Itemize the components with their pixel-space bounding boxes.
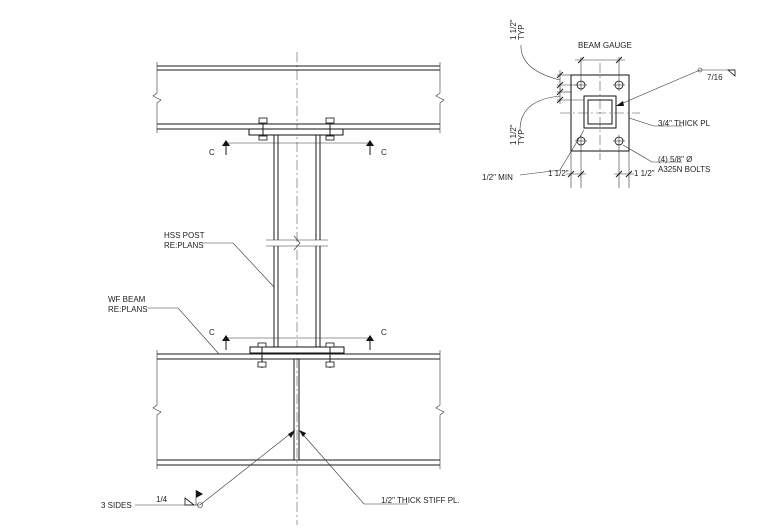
edge-typ-top-line1: 1 1/2" <box>509 19 518 40</box>
section-marker-left-upper: C <box>209 148 215 157</box>
bottom-dimensions: 1 1/2" 1 1/2" <box>548 147 655 188</box>
hss-post-label-line1: HSS POST <box>164 231 205 240</box>
section-cut-lower: C C <box>209 328 387 350</box>
beam-gauge-label: BEAM GAUGE <box>578 41 632 50</box>
top-cap-plate <box>248 128 344 136</box>
weld-size-label: 1/4 <box>156 495 168 504</box>
wf-beam-label-line2: RE:PLANS <box>108 305 148 314</box>
edge-typ-top-line2: TYP <box>517 24 526 40</box>
plate-label: 3/4" THICK PL <box>658 119 711 128</box>
wf-beam-label-line1: WF BEAM <box>108 295 146 304</box>
dim-right-label: 1 1/2" <box>634 169 655 178</box>
wf-beam-callout: WF BEAM RE:PLANS <box>108 295 220 355</box>
bolts-callout: (4) 5/8" Ø A325N BOLTS <box>622 144 710 174</box>
base-plate <box>249 346 345 354</box>
top-wf-beam <box>152 62 445 133</box>
detail-bolts <box>575 79 625 147</box>
bolts-label-line1: (4) 5/8" Ø <box>658 155 692 164</box>
beam-break-right <box>435 62 445 133</box>
plan-detail-view: BEAM GAUGE 1 1/2" TYP 1 1/2" TYP <box>482 19 736 188</box>
stiffener-plate <box>293 359 300 460</box>
detail-weld-size: 7/16 <box>707 73 723 82</box>
weld-sides-label: 3 SIDES <box>101 501 132 510</box>
detail-weld-callout: 7/16 <box>615 67 736 107</box>
section-marker-left-lower: C <box>209 328 215 337</box>
hss-post <box>266 135 328 347</box>
beam-break-left-lower <box>152 350 162 469</box>
section-marker-right-lower: C <box>381 328 387 337</box>
beam-gauge-dimension: BEAM GAUGE <box>575 41 632 79</box>
stiffener-callout: 1/2" THICK STIFF PL. <box>298 429 460 505</box>
dim-left-label: 1 1/2" <box>548 169 569 178</box>
edge-distance-left: 1 1/2" TYP <box>509 88 584 145</box>
min-callout: 1/2" MIN <box>482 129 585 182</box>
section-marker-right-upper: C <box>381 148 387 157</box>
edge-typ-left-line2: TYP <box>517 129 526 145</box>
weld-symbol: 3 SIDES 1/4 <box>101 429 296 510</box>
min-label: 1/2" MIN <box>482 173 513 182</box>
beam-break-left <box>152 62 162 133</box>
hss-post-callout: HSS POST RE:PLANS <box>164 231 275 288</box>
hss-post-label-line2: RE:PLANS <box>164 241 204 250</box>
plate-callout: 3/4" THICK PL <box>628 117 711 128</box>
elevation-view: C C C C <box>101 52 460 525</box>
edge-typ-left-line1: 1 1/2" <box>509 124 518 145</box>
bottom-bolts <box>257 342 335 368</box>
section-cut-upper: C C <box>209 140 387 157</box>
edge-distance-top: 1 1/2" TYP <box>509 19 577 90</box>
beam-break-right-lower <box>435 350 445 469</box>
stiffener-label: 1/2" THICK STIFF PL. <box>381 496 460 505</box>
bolts-label-line2: A325N BOLTS <box>658 165 710 174</box>
top-bolts <box>258 117 335 141</box>
